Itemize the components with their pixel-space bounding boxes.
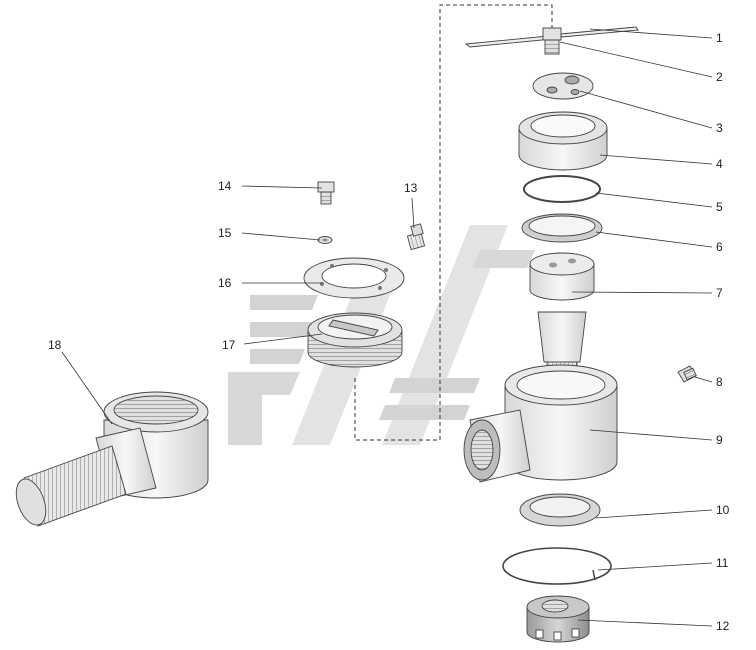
part-washer [317,236,333,244]
part-gasket-plate [303,257,405,299]
part-bolt [542,27,562,55]
callout-8: 8 [716,375,723,389]
part-socket-housing [463,364,618,483]
callout-1: 1 [716,31,723,45]
callout-13: 13 [404,181,418,195]
assembly-path-dashed [354,4,553,441]
callout-15: 15 [218,226,232,240]
callout-16: 16 [218,276,232,290]
callout-6: 6 [716,240,723,254]
part-seal-ring [521,213,603,243]
leader-lines [61,28,713,627]
callout-5: 5 [716,200,723,214]
part-plug [406,223,426,251]
callout-18: 18 [48,338,62,352]
callout-14: 14 [218,179,232,193]
callout-labels: 1 2 3 4 5 6 7 8 9 10 11 12 13 14 15 16 1… [48,31,730,633]
part-ring-5 [523,175,601,203]
callout-17: 17 [222,338,236,352]
part-housing-ring [518,111,608,171]
callout-11: 11 [716,556,729,570]
part-castle-nut [526,595,590,643]
part-screw [317,181,335,205]
callout-2: 2 [716,70,723,84]
callout-4: 4 [716,157,723,171]
part-threaded-cap [307,312,403,368]
callout-3: 3 [716,121,723,135]
callout-12: 12 [716,619,730,633]
callout-7: 7 [716,286,723,300]
callout-9: 9 [716,433,723,447]
callout-10: 10 [716,503,730,517]
part-tie-rod-end [15,391,209,527]
part-grease-fitting [677,365,697,383]
part-cover-plate [532,72,594,100]
part-bearing-insert [519,493,601,527]
part-retaining-ring [502,547,612,585]
